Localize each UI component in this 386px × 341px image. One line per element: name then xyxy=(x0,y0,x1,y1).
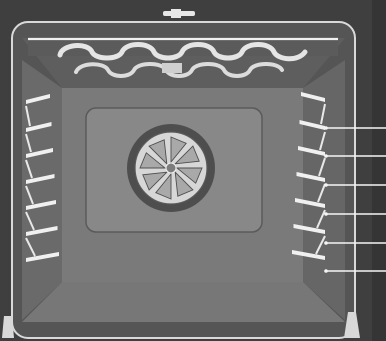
callout-anchor xyxy=(324,269,328,273)
callout-anchor xyxy=(324,154,328,158)
callout-anchor xyxy=(324,212,328,216)
element-bracket xyxy=(162,63,182,73)
fan-hub xyxy=(166,163,176,173)
convection-fan xyxy=(127,124,215,212)
hinge-marker-center xyxy=(171,9,181,18)
right-side-strip xyxy=(372,0,386,341)
left-foot xyxy=(2,316,14,338)
callout-anchor xyxy=(324,241,328,245)
callout-anchor xyxy=(324,126,328,130)
floor xyxy=(22,282,345,322)
callout-anchor xyxy=(324,183,328,187)
